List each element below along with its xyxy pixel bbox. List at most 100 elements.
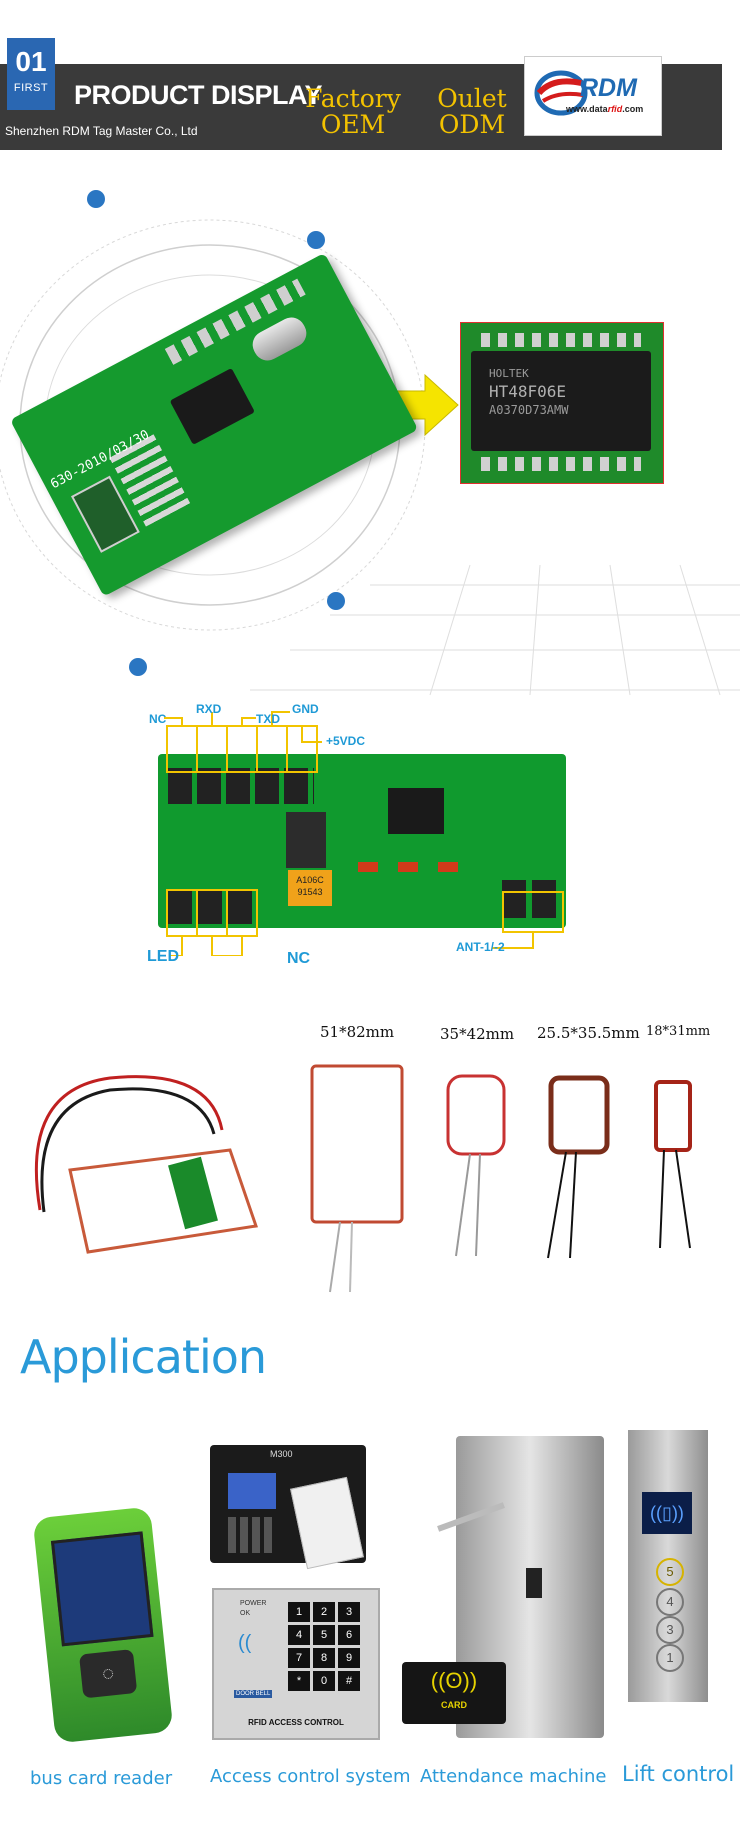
key-button[interactable]: *: [288, 1671, 310, 1691]
chip-pins-top: [481, 333, 641, 347]
antenna-coil-25x35: [548, 1075, 610, 1155]
device-model: M300: [270, 1449, 293, 1459]
orbit-dot-1: [87, 190, 105, 208]
key-button[interactable]: #: [338, 1671, 360, 1691]
m300-keypad: [228, 1517, 276, 1553]
orbit-dot-4: [129, 658, 147, 676]
cap-label-2: 91543: [297, 887, 323, 897]
factory-oem-text: Factory OEM: [298, 86, 408, 138]
caption-attendance-machine: Attendance machine: [420, 1766, 607, 1787]
key-button[interactable]: 8: [313, 1648, 335, 1668]
lift-button[interactable]: 4: [656, 1588, 684, 1616]
keypad-label: RFID ACCESS CONTROL: [248, 1718, 344, 1727]
pin-label-nc-bottom: NC: [287, 950, 311, 967]
antenna-size-4: 18*31mm: [646, 1024, 711, 1039]
antenna-size-3: 25.5*35.5mm: [537, 1024, 640, 1042]
cap-label-1: A106C: [296, 875, 324, 885]
pin-label-txd: TXD: [256, 712, 280, 726]
chip-marking-2: HT48F06E: [489, 382, 567, 401]
oem-label: OEM: [320, 110, 386, 139]
logo-url-prefix: www.data: [566, 104, 608, 114]
pinout-chip: [388, 788, 444, 834]
caption-access-control: Access control system: [210, 1766, 411, 1787]
key-button[interactable]: 1: [288, 1602, 310, 1622]
diodes: [358, 862, 478, 872]
oulet-odm-text: Oulet ODM: [432, 86, 512, 138]
pin-label-rxd: RXD: [196, 702, 222, 716]
perspective-grid: [250, 564, 740, 696]
chip-pins-bottom: [481, 457, 641, 471]
keypad-grid: 1 2 3 4 5 6 7 8 9 * 0 #: [288, 1602, 364, 1691]
antenna-coil-51x82: [310, 1064, 404, 1224]
key-button[interactable]: 7: [288, 1648, 310, 1668]
rdm-logo-swirl-icon: [534, 70, 588, 116]
turnstile-arm: [437, 1502, 505, 1532]
header-pins-top: [168, 768, 314, 804]
pinout-callouts: [164, 711, 564, 956]
antenna-pins: [502, 880, 560, 918]
key-button[interactable]: 3: [338, 1602, 360, 1622]
crystal-oscillator: [247, 312, 312, 366]
lift-card-reader-icon: ((▯)): [642, 1492, 692, 1534]
company-name: Shenzhen RDM Tag Master Co., Ltd: [5, 124, 198, 138]
lift-button[interactable]: 5: [656, 1558, 684, 1586]
section-badge: 01 FIRST: [7, 38, 55, 110]
page-title: PRODUCT DISPLAY: [74, 80, 323, 110]
key-button[interactable]: 0: [313, 1671, 335, 1691]
chip-marking-1: HOLTEK: [489, 367, 529, 380]
key-button[interactable]: 9: [338, 1648, 360, 1668]
pin-label-ant: ANT-1/-2: [456, 940, 505, 954]
rfid-card-tag-image: ((ʘ)) CARD: [402, 1662, 506, 1724]
lift-button[interactable]: 3: [656, 1616, 684, 1644]
chip-marking-3: A0370D73AMW: [489, 403, 569, 417]
access-control-keypad-image: POWER OK (( DOOR BELL 1 2 3 4 5 6 7 8 9 …: [212, 1588, 380, 1740]
card-contactless-icon: ((ʘ)): [430, 1668, 478, 1693]
header-pins-bottom: [168, 890, 258, 924]
oulet-label: Oulet: [437, 84, 507, 113]
pinout-board: A106C 91543: [158, 754, 566, 928]
key-button[interactable]: 2: [313, 1602, 335, 1622]
key-button[interactable]: 4: [288, 1625, 310, 1645]
antenna-coil-35x42: [446, 1074, 506, 1156]
badge-label: FIRST: [13, 82, 49, 94]
rdm-logo: [524, 56, 662, 136]
power-label: POWER: [240, 1600, 267, 1607]
logo-url: www.datarfid.com: [566, 104, 643, 114]
logo-url-suffix: .com: [622, 104, 644, 114]
card-label: CARD: [441, 1700, 467, 1710]
logo-url-rfid: rfid: [607, 104, 623, 114]
door-bell-label: DOOR BELL: [234, 1690, 273, 1698]
caption-lift-control: Lift control: [622, 1762, 735, 1786]
tantalum-capacitor: A106C 91543: [288, 870, 332, 906]
bus-card-reader-image: ◌: [32, 1506, 174, 1744]
m300-screen: [228, 1473, 276, 1509]
caption-bus-card-reader: bus card reader: [30, 1768, 173, 1789]
logo-text: RDM: [580, 74, 637, 102]
badge-number: 01: [15, 46, 47, 77]
chip-body: HOLTEK HT48F06E A0370D73AMW: [471, 351, 651, 451]
pin-label-gnd: GND: [292, 702, 319, 716]
lift-panel-image: ((▯)) 5 4 3 1: [628, 1430, 708, 1702]
bus-reader-screen: [50, 1531, 154, 1647]
pin-label-led: LED: [147, 948, 179, 965]
ok-label: OK: [240, 1610, 251, 1617]
orbit-dot-3: [327, 592, 345, 610]
antenna-photos: [34, 1064, 692, 1293]
antenna-coil-18x31: [654, 1080, 692, 1152]
antenna-size-2: 35*42mm: [440, 1025, 515, 1043]
application-title: Application: [20, 1330, 267, 1384]
card-wave-icon: ((: [238, 1632, 252, 1654]
key-button[interactable]: 6: [338, 1625, 360, 1645]
contactless-icon: ◌: [78, 1649, 138, 1699]
module-with-antenna: [34, 1075, 258, 1254]
key-button[interactable]: 5: [313, 1625, 335, 1645]
turnstile-indicator: [526, 1568, 542, 1598]
pin-label-nc-top: NC: [149, 712, 167, 726]
factory-label: Factory: [305, 84, 401, 113]
lift-button[interactable]: 1: [656, 1644, 684, 1672]
orbit-dot-2: [307, 231, 325, 249]
pcb-main-chip: [169, 367, 255, 445]
odm-label: ODM: [438, 110, 506, 139]
pin-label-vdc: +5VDC: [326, 734, 366, 748]
pinout-regulator: [286, 812, 326, 868]
